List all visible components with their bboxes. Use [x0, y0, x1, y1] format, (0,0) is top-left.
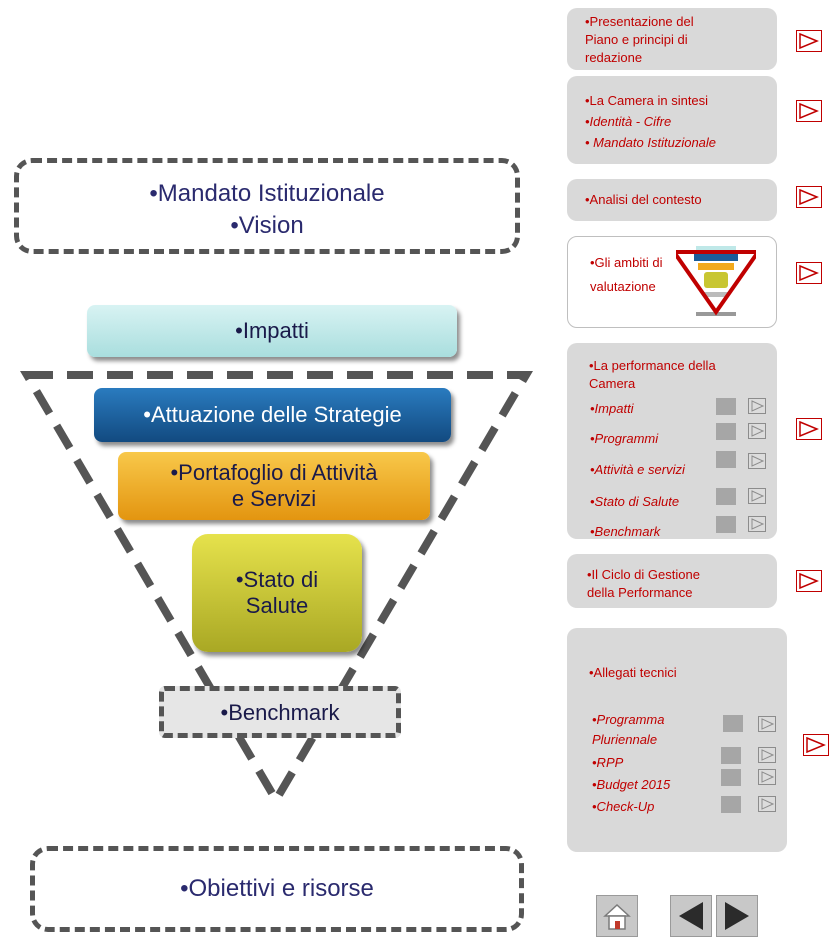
mandato-label: •Mandato Istituzionale [149, 180, 385, 207]
analisi-go-button[interactable] [796, 186, 822, 208]
allegati-rpp-go[interactable] [758, 747, 776, 763]
prev-button[interactable] [670, 895, 712, 937]
performance-attivita-go[interactable] [748, 453, 766, 469]
play-arrow-icon [799, 103, 819, 119]
allegati-budget-go[interactable] [758, 769, 776, 785]
ciclo-line2: della Performance [587, 585, 693, 600]
home-icon [603, 903, 631, 930]
camera-item-mandato[interactable]: • Mandato Istituzionale [585, 135, 717, 150]
nav-analisi-contesto[interactable]: •Analisi del contesto [567, 179, 777, 221]
allegati-programma-square[interactable] [723, 715, 743, 732]
camera-go-button[interactable] [796, 100, 822, 122]
impatti-bar[interactable]: •Impatti [87, 305, 457, 357]
performance-programmi-go[interactable] [748, 423, 766, 439]
portafoglio-bar[interactable]: •Portafoglio di Attività e Servizi [118, 452, 430, 520]
play-arrow-icon [751, 455, 765, 467]
performance-stato-go[interactable] [748, 488, 766, 504]
benchmark-box[interactable] [159, 686, 401, 738]
triangle-left-icon [679, 902, 703, 930]
play-arrow-icon [761, 798, 775, 810]
allegati-go-button[interactable] [803, 734, 829, 756]
allegati-rpp-square[interactable] [721, 747, 741, 764]
ciclo-go-button[interactable] [796, 570, 822, 592]
nav-ciclo-gestione[interactable]: •Il Ciclo di Gestione della Performance [567, 554, 777, 608]
benchmark-label: •Benchmark [220, 700, 340, 725]
performance-item-impatti[interactable]: •Impatti [590, 401, 634, 416]
ciclo-line1: •Il Ciclo di Gestione [587, 567, 700, 582]
performance-stato-square[interactable] [716, 488, 736, 505]
allegati-item-pluriennale[interactable]: Pluriennale [592, 732, 658, 747]
allegati-budget-square[interactable] [721, 769, 741, 786]
play-arrow-icon [799, 573, 819, 589]
allegati-checkup-go[interactable] [758, 796, 776, 812]
presentazione-line3: redazione [585, 50, 643, 65]
performance-benchmark-square[interactable] [716, 516, 736, 533]
mandato-vision-box [14, 158, 520, 254]
play-arrow-icon [799, 33, 819, 49]
funnel-thumbnail-icon [676, 246, 756, 316]
performance-impatti-square[interactable] [716, 398, 736, 415]
play-arrow-icon [761, 718, 775, 730]
impatti-label: •Impatti [235, 318, 309, 343]
performance-item-stato[interactable]: •Stato di Salute [590, 494, 680, 509]
portafoglio-line1: •Portafoglio di Attività [170, 460, 378, 485]
play-arrow-icon [751, 425, 765, 437]
nav-performance[interactable]: •La performance della Camera [567, 343, 777, 539]
portafoglio-line2: e Servizi [231, 486, 317, 511]
performance-item-attivita[interactable]: •Attività e servizi [590, 462, 685, 477]
stato-salute-box[interactable]: •Stato di Salute [192, 534, 362, 652]
allegati-item-rpp[interactable]: •RPP [592, 755, 624, 770]
performance-impatti-go[interactable] [748, 398, 766, 414]
allegati-item-checkup[interactable]: •Check-Up [592, 799, 655, 814]
performance-programmi-square[interactable] [716, 423, 736, 440]
camera-item-identita[interactable]: •Identità - Cifre [585, 114, 672, 129]
presentazione-line2: Piano e principi di [585, 32, 688, 47]
nav-camera-sintesi[interactable]: •La Camera in sintesi •Identità - Cifre … [567, 76, 777, 164]
nav-presentazione[interactable]: •Presentazione del Piano e principi di r… [567, 8, 777, 70]
stato-line2: Salute [245, 593, 309, 618]
play-arrow-icon [799, 265, 819, 281]
performance-attivita-square[interactable] [716, 451, 736, 468]
performance-go-button[interactable] [796, 418, 822, 440]
play-arrow-icon [799, 421, 819, 437]
vision-label: •Vision [230, 212, 304, 239]
allegati-title: •Allegati tecnici [589, 665, 677, 680]
nav-allegati-tecnici[interactable]: •Allegati tecnici [567, 628, 787, 852]
play-arrow-icon [761, 749, 775, 761]
obiettivi-box [30, 846, 524, 932]
performance-item-benchmark[interactable]: •Benchmark [590, 524, 661, 539]
ambiti-line1: •Gli ambiti di [590, 255, 663, 270]
stato-line1: •Stato di [235, 567, 319, 592]
play-arrow-icon [751, 400, 765, 412]
camera-title: •La Camera in sintesi [585, 93, 709, 108]
presentazione-go-button[interactable] [796, 30, 822, 52]
play-arrow-icon [799, 189, 819, 205]
play-arrow-icon [761, 771, 775, 783]
allegati-checkup-square[interactable] [721, 796, 741, 813]
ambiti-go-button[interactable] [796, 262, 822, 284]
home-button[interactable] [596, 895, 638, 937]
play-arrow-icon [751, 518, 765, 530]
analisi-label: •Analisi del contesto [585, 192, 702, 207]
obiettivi-label: •Obiettivi e risorse [180, 875, 374, 902]
play-arrow-icon [751, 490, 765, 502]
allegati-item-programma[interactable]: •Programma [592, 712, 665, 727]
ambiti-line2: valutazione [590, 279, 656, 294]
performance-benchmark-go[interactable] [748, 516, 766, 532]
allegati-item-budget[interactable]: •Budget 2015 [592, 777, 671, 792]
triangle-right-icon [725, 902, 749, 930]
performance-item-programmi[interactable]: •Programmi [590, 431, 659, 446]
performance-line2: Camera [589, 376, 636, 391]
attuazione-bar[interactable]: •Attuazione delle Strategie [94, 388, 451, 442]
allegati-programma-go[interactable] [758, 716, 776, 732]
attuazione-label: •Attuazione delle Strategie [143, 402, 402, 427]
play-arrow-icon [806, 737, 826, 753]
presentazione-line1: •Presentazione del [585, 14, 694, 29]
performance-line1: •La performance della [589, 358, 716, 373]
next-button[interactable] [716, 895, 758, 937]
